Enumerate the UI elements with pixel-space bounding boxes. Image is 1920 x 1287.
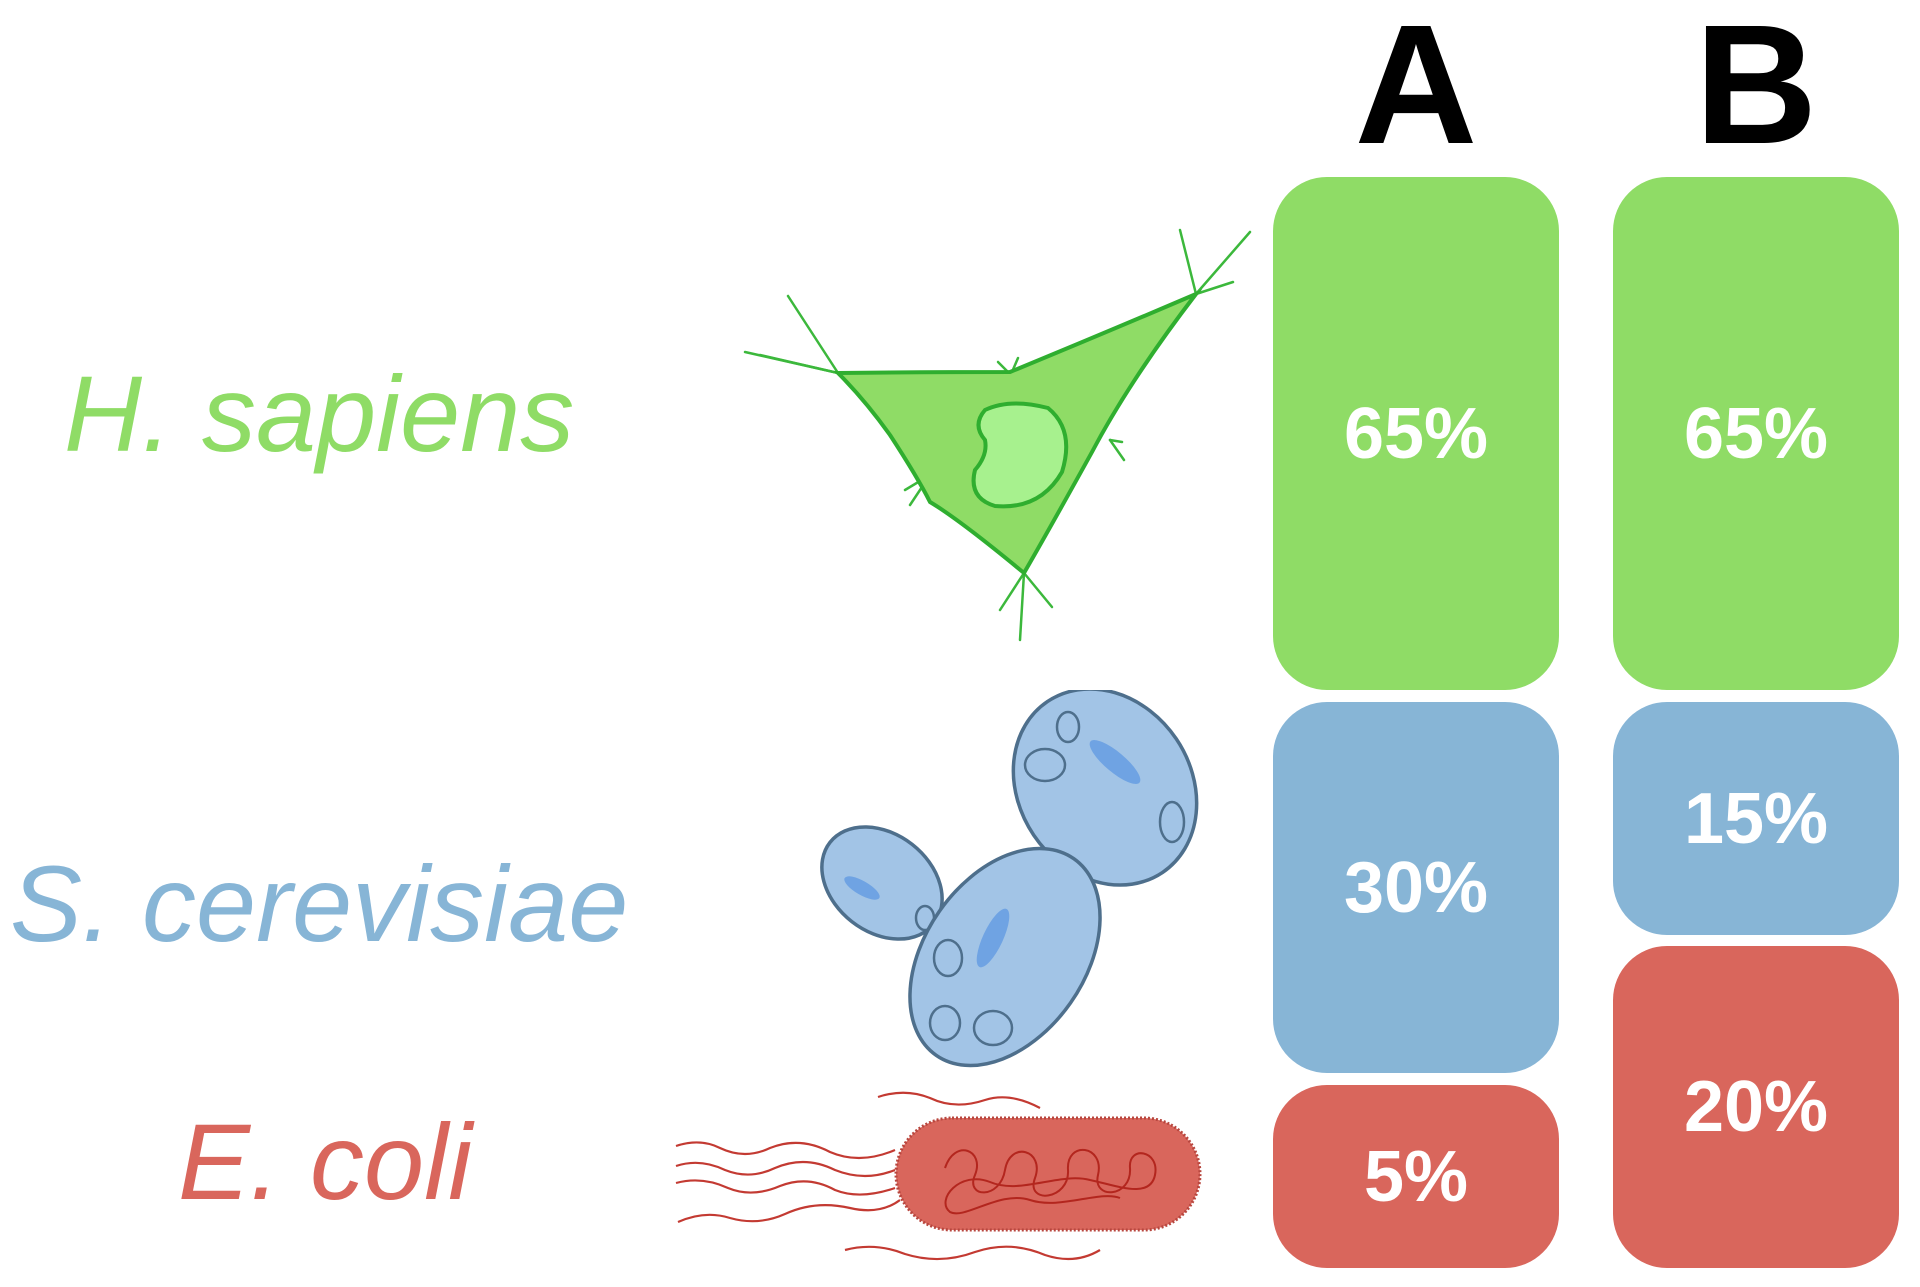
column-header-b: B bbox=[1694, 0, 1818, 180]
species-label-e-coli: E. coli bbox=[178, 1101, 473, 1222]
human-cell-icon bbox=[743, 228, 1252, 642]
column-a-human-percent: 65% bbox=[1343, 393, 1489, 474]
column-a-bacteria-block: 5% bbox=[1273, 1085, 1559, 1268]
column-a-yeast-block: 30% bbox=[1273, 702, 1559, 1073]
column-header-a: A bbox=[1354, 0, 1478, 180]
column-a-human-block: 65% bbox=[1273, 177, 1559, 690]
yeast-cells-icon bbox=[820, 690, 1199, 1068]
column-b-yeast-percent: 15% bbox=[1683, 778, 1829, 859]
bacterium-icon bbox=[675, 1091, 1202, 1261]
column-b-yeast-block: 15% bbox=[1613, 702, 1899, 935]
column-b-bacteria-percent: 20% bbox=[1683, 1067, 1829, 1147]
species-label-h-sapiens: H. sapiens bbox=[64, 353, 575, 474]
column-b-human-block: 65% bbox=[1613, 177, 1899, 690]
column-b-bacteria-block: 20% bbox=[1613, 946, 1899, 1268]
column-a-yeast-percent: 30% bbox=[1343, 847, 1489, 928]
column-b-human-percent: 65% bbox=[1683, 393, 1829, 474]
column-a-bacteria-percent: 5% bbox=[1363, 1136, 1469, 1217]
species-label-s-cerevisiae: S. cerevisiae bbox=[10, 843, 629, 964]
